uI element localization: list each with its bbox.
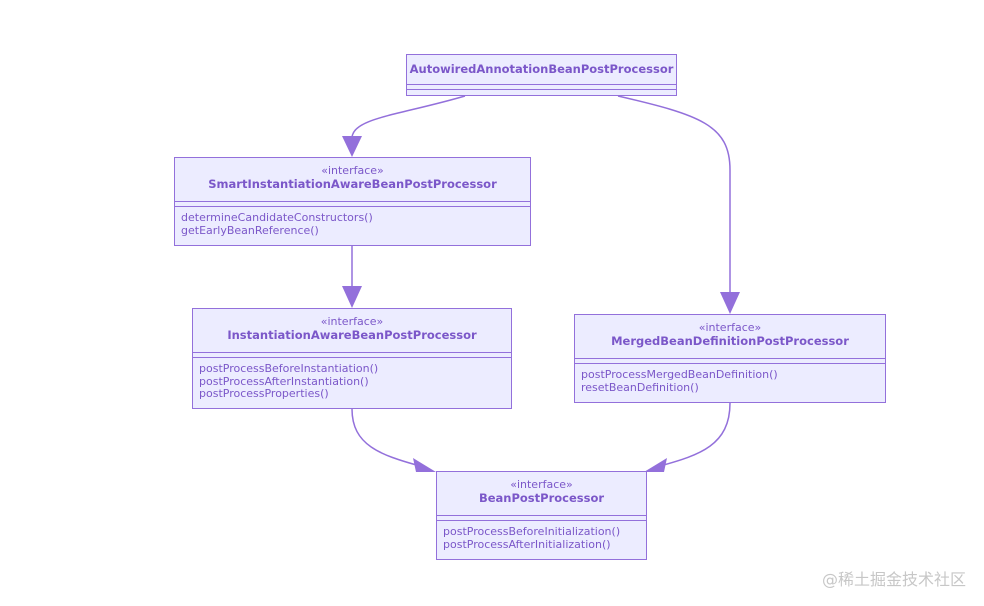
arrowhead-smart xyxy=(342,136,362,157)
method-item: resetBeanDefinition() xyxy=(581,380,699,394)
methods-compartment: postProcessMergedBeanDefinition() resetB… xyxy=(575,364,885,394)
watermark-text: @稀土掘金技术社区 xyxy=(821,570,966,589)
method-item: getEarlyBeanReference() xyxy=(181,223,319,237)
attributes-compartment xyxy=(437,516,646,521)
method-item: postProcessAfterInitialization() xyxy=(443,537,611,551)
method-item: postProcessMergedBeanDefinition() xyxy=(581,368,778,381)
arrowhead-bean-left xyxy=(413,458,436,472)
class-header: «interface» SmartInstantiationAwareBeanP… xyxy=(175,158,530,202)
methods-compartment: determineCandidateConstructors() getEarl… xyxy=(175,207,530,237)
attributes-compartment xyxy=(193,353,511,358)
class-bean-post-processor: «interface» BeanPostProcessor postProces… xyxy=(436,471,647,560)
attributes-compartment xyxy=(575,359,885,364)
method-item: postProcessAfterInstantiation() xyxy=(199,374,369,388)
edge-autowired-to-smart xyxy=(351,95,466,139)
class-merged-bean-definition-post-processor: «interface» MergedBeanDefinitionPostProc… xyxy=(574,314,886,403)
method-item: determineCandidateConstructors() xyxy=(181,211,373,224)
class-name: BeanPostProcessor xyxy=(478,491,605,505)
stereotype-label: «interface» xyxy=(320,315,384,328)
method-item: postProcessProperties() xyxy=(199,387,329,400)
class-header: «interface» InstantiationAwareBeanPostPr… xyxy=(193,309,511,353)
class-smart-instantiation-aware-bean-post-processor: «interface» SmartInstantiationAwareBeanP… xyxy=(174,157,531,246)
class-header: «interface» BeanPostProcessor xyxy=(437,472,646,516)
method-item: postProcessBeforeInstantiation() xyxy=(199,362,379,375)
edge-merged-to-bean xyxy=(659,402,731,467)
methods-compartment: postProcessBeforeInitialization() postPr… xyxy=(437,521,646,551)
methods-compartment: postProcessBeforeInstantiation() postPro… xyxy=(193,358,511,401)
class-header: «interface» MergedBeanDefinitionPostProc… xyxy=(575,315,885,359)
edge-autowired-to-merged xyxy=(617,95,731,294)
class-name: MergedBeanDefinitionPostProcessor xyxy=(611,334,849,348)
edge-instantiation-to-bean xyxy=(351,408,421,467)
attributes-compartment xyxy=(407,85,676,90)
arrowhead-instantiation xyxy=(342,286,362,308)
attributes-compartment xyxy=(175,202,530,207)
stereotype-label: «interface» xyxy=(510,478,573,491)
class-name: SmartInstantiationAwareBeanPostProcessor xyxy=(208,177,497,191)
class-autowired-annotation-bean-post-processor: AutowiredAnnotationBeanPostProcessor xyxy=(406,54,677,96)
class-name: AutowiredAnnotationBeanPostProcessor xyxy=(409,62,674,76)
stereotype-label: «interface» xyxy=(321,164,384,177)
stereotype-label: «interface» xyxy=(698,321,762,334)
class-name: InstantiationAwareBeanPostProcessor xyxy=(227,328,477,342)
method-item: postProcessBeforeInitialization() xyxy=(443,525,621,538)
arrowhead-bean-right xyxy=(644,458,667,472)
arrowhead-merged xyxy=(720,292,740,314)
class-instantiation-aware-bean-post-processor: «interface» InstantiationAwareBeanPostPr… xyxy=(192,308,512,409)
class-header: AutowiredAnnotationBeanPostProcessor xyxy=(407,55,676,85)
